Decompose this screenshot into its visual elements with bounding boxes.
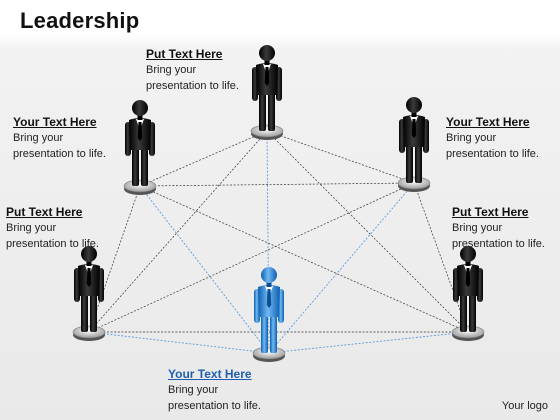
pedestal (72, 325, 106, 339)
tie (86, 268, 92, 287)
leg-left (81, 294, 88, 332)
label-heading: Your Text Here (168, 367, 252, 381)
neck (266, 282, 272, 287)
label-bottom-center: Your Text Here Bring your presentation t… (168, 366, 261, 414)
label-body-line: Bring your (168, 384, 219, 396)
person-figure (72, 246, 106, 341)
leg-right (90, 294, 97, 332)
neck (86, 261, 92, 266)
leader-connection-line (268, 331, 469, 354)
leg-right (268, 93, 275, 131)
label-upper-right: Your Text Here Bring your presentation t… (446, 114, 539, 162)
head (132, 100, 148, 116)
connection-line (139, 130, 268, 187)
label-heading: Your Text Here (446, 115, 530, 129)
label-heading: Your Text Here (13, 115, 97, 129)
connection-line (88, 185, 141, 333)
leg-left (259, 93, 266, 131)
label-body-line: Bring your (6, 222, 57, 234)
people-figures (72, 45, 485, 362)
connection-line (266, 130, 415, 184)
neck (137, 115, 143, 120)
pedestal (397, 176, 431, 190)
person-figure (250, 45, 284, 140)
pedestal (123, 179, 157, 193)
label-body-line: presentation to life. (168, 400, 261, 412)
leg-left (406, 145, 413, 183)
label-heading: Put Text Here (452, 205, 529, 219)
tie (137, 122, 143, 141)
tie (264, 67, 270, 86)
leader-connection-line (139, 185, 270, 354)
pedestal (451, 325, 485, 339)
logo-placeholder-text: Your logo (501, 400, 548, 412)
pedestal (252, 346, 286, 360)
person-figure (397, 97, 431, 192)
person-figure (123, 100, 157, 195)
leg-left (261, 315, 268, 353)
leg-right (270, 315, 277, 353)
leader-figure (252, 267, 286, 362)
connection-line (139, 185, 469, 333)
connection-line (139, 182, 415, 187)
leg-left (132, 148, 139, 186)
leg-right (415, 145, 422, 183)
leader-connection-line (268, 182, 415, 354)
connection-line (413, 182, 469, 333)
label-upper-left: Your Text Here Bring your presentation t… (13, 114, 106, 162)
label-body-line: presentation to life. (446, 148, 539, 160)
head (460, 246, 476, 262)
label-body-line: presentation to life. (146, 80, 239, 92)
label-body-line: presentation to life. (13, 148, 106, 160)
label-mid-left: Put Text Here Bring your presentation to… (6, 204, 99, 252)
connection-line (88, 130, 268, 333)
head (261, 267, 277, 283)
head (406, 97, 422, 113)
label-body-line: presentation to life. (6, 238, 99, 250)
label-top-center: Put Text Here Bring your presentation to… (146, 46, 239, 94)
tie (411, 119, 417, 138)
person-figure (451, 246, 485, 341)
label-heading: Put Text Here (146, 47, 223, 61)
pedestal (250, 124, 284, 138)
label-body-line: Bring your (446, 132, 497, 144)
label-body-line: presentation to life. (452, 238, 545, 250)
connection-lines (88, 130, 469, 354)
leg-left (460, 294, 467, 332)
tie (465, 268, 471, 287)
neck (411, 112, 417, 117)
head (81, 246, 97, 262)
connection-line (266, 130, 469, 333)
tie (266, 289, 272, 308)
leg-right (469, 294, 476, 332)
label-heading: Put Text Here (6, 205, 83, 219)
neck (465, 261, 471, 266)
label-body-line: Bring your (452, 222, 503, 234)
neck (264, 60, 270, 65)
leader-connection-line (88, 331, 270, 354)
label-body-line: Bring your (13, 132, 64, 144)
label-mid-right: Put Text Here Bring your presentation to… (452, 204, 545, 252)
head (259, 45, 275, 61)
leg-right (141, 148, 148, 186)
label-body-line: Bring your (146, 64, 197, 76)
slide-title: Leadership (20, 8, 140, 33)
connection-line (88, 182, 415, 333)
